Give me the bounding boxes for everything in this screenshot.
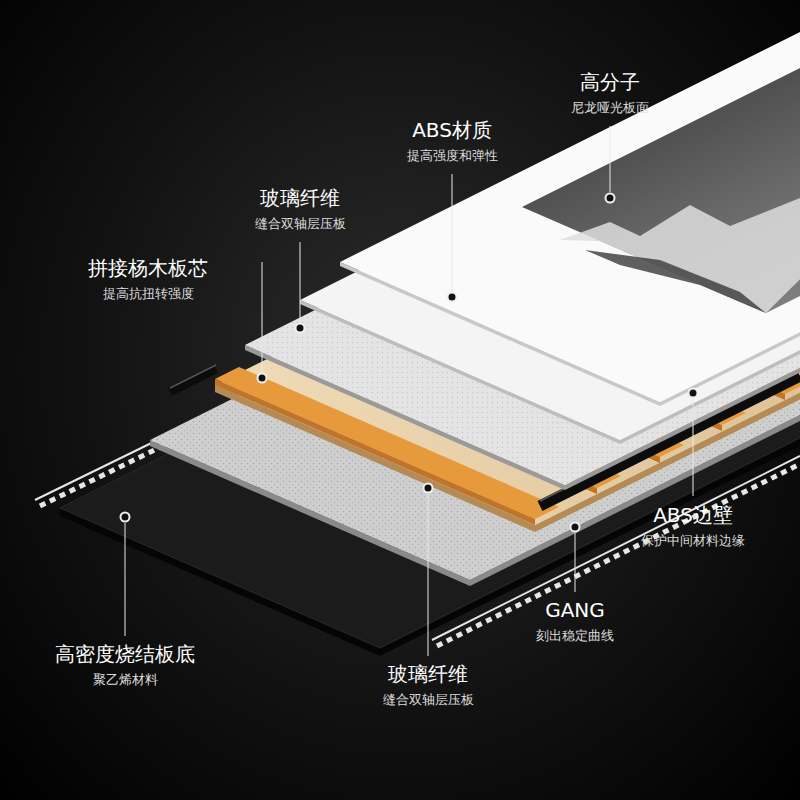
part-note: 提高强度和弹性 bbox=[407, 148, 498, 164]
part-name: ABS材质 bbox=[412, 118, 492, 142]
part-name: 高密度烧结板底 bbox=[55, 642, 195, 666]
part-name: 玻璃纤维 bbox=[260, 186, 340, 210]
part-note: 提高抗扭转强度 bbox=[103, 286, 194, 302]
part-note: 缝合双轴层压板 bbox=[255, 216, 346, 232]
part-note: 聚乙烯材料 bbox=[93, 672, 158, 688]
part-note: 尼龙哑光板面 bbox=[571, 100, 649, 116]
part-name: 玻璃纤维 bbox=[388, 662, 468, 686]
part-name: GANG bbox=[545, 598, 605, 622]
part-name: 高分子 bbox=[580, 70, 640, 94]
part-note: 缝合双轴层压板 bbox=[383, 692, 474, 708]
part-note: 保护中间材料边缘 bbox=[641, 533, 745, 549]
part-name: ABS边壁 bbox=[653, 503, 733, 527]
part-name: 拼接杨木板芯 bbox=[88, 256, 208, 280]
part-note: 刻出稳定曲线 bbox=[536, 628, 614, 644]
